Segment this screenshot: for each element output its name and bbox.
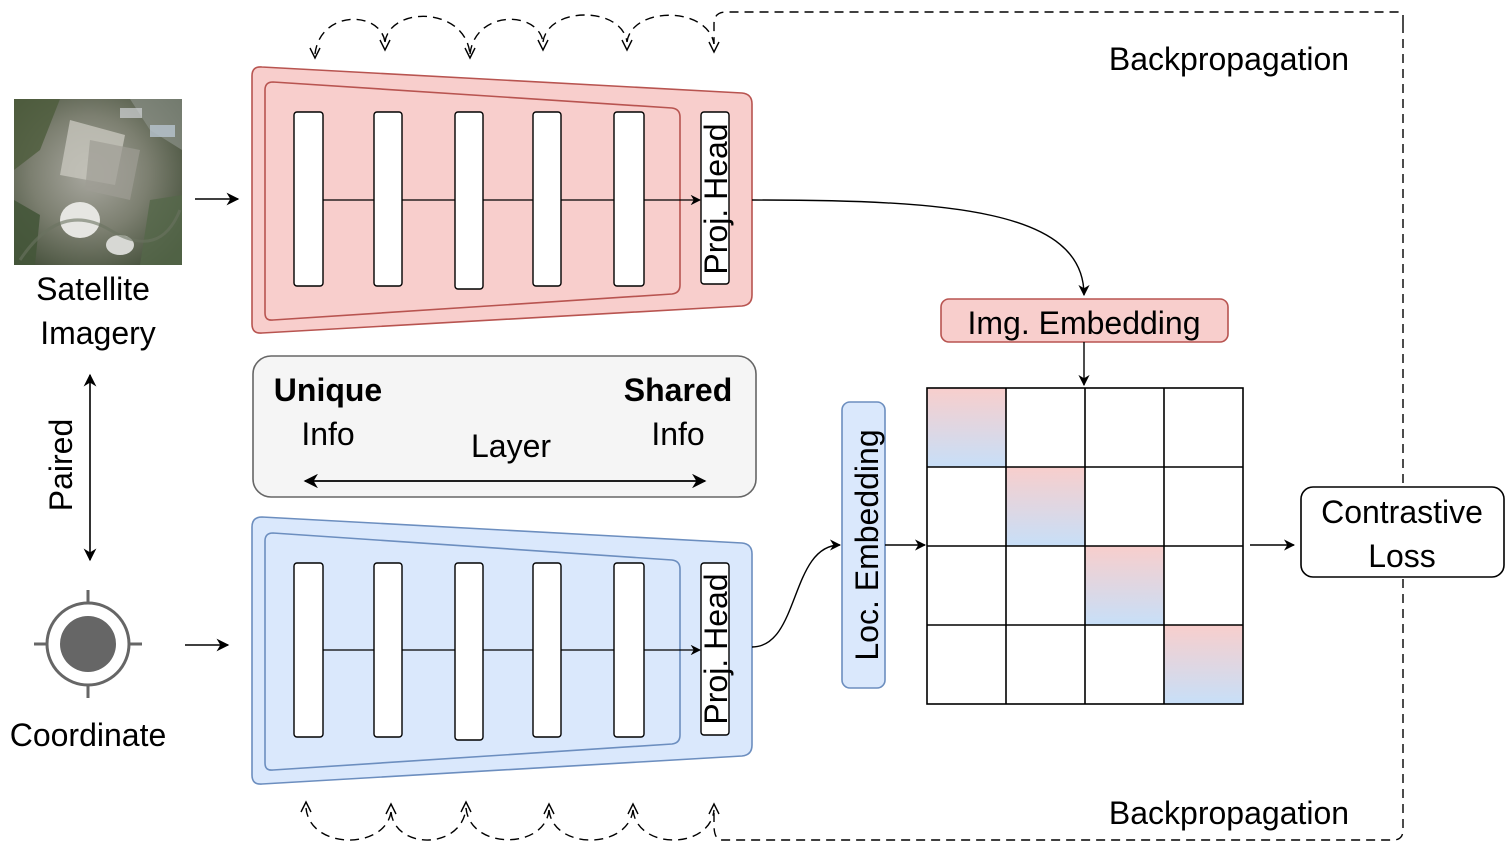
location-to-embedding-arrow: [751, 539, 842, 648]
layer-label: Layer: [471, 428, 551, 464]
img-embedding-label: Img. Embedding: [967, 305, 1200, 341]
location-proj-head-label: Proj. Head: [698, 573, 734, 724]
matrix-cell-diag-1: [927, 388, 1006, 467]
similarity-matrix: [926, 387, 1244, 705]
backprop-bottom-label: Backpropagation: [1109, 795, 1349, 831]
backprop-bottom: [305, 24, 1404, 841]
backprop-bottom-arrowheads: [300, 800, 720, 815]
location-encoder-layer-3: [454, 562, 484, 741]
satellite-label-line1: Satellite: [36, 271, 150, 307]
image-to-embedding-arrow: [751, 199, 1090, 297]
backprop-top-label: Backpropagation: [1109, 41, 1349, 77]
unique-info-label: Info: [301, 416, 354, 452]
info-panel: Unique Info Shared Info Layer: [252, 355, 757, 498]
image-encoder-layer-3: [454, 111, 484, 290]
location-encoder-layer-4: [532, 562, 562, 738]
unique-label: Unique: [274, 372, 382, 408]
shared-info-label: Info: [651, 416, 704, 452]
coordinate-label: Coordinate: [10, 717, 167, 753]
image-encoder: Proj. Head: [251, 66, 753, 334]
loc-embedding-box: Loc. Embedding: [841, 401, 886, 689]
location-encoder-layer-5: [613, 562, 645, 738]
contrastive-loss-line1: Contrastive: [1321, 494, 1483, 530]
matrix-cell-diag-4: [1164, 625, 1243, 704]
satellite-image: [14, 99, 182, 265]
location-encoder: Proj. Head: [251, 516, 753, 785]
crosshair-target-icon: [34, 590, 142, 698]
backprop-top-arrowheads: [309, 39, 720, 60]
image-encoder-layer-2: [373, 111, 403, 287]
loc-embedding-label: Loc. Embedding: [849, 429, 885, 660]
backprop-top: [314, 11, 1404, 55]
shared-label: Shared: [624, 372, 732, 408]
image-proj-head: [700, 111, 730, 285]
contrastive-loss-box: Contrastive Loss: [1300, 486, 1505, 578]
satellite-label-line2: Imagery: [40, 315, 156, 351]
image-encoder-layer-5: [613, 111, 645, 287]
image-encoder-layer-1: [293, 111, 324, 287]
image-proj-head-label: Proj. Head: [698, 123, 734, 274]
matrix-cell-diag-3: [1085, 546, 1164, 625]
image-encoder-layer-4: [532, 111, 562, 287]
location-proj-head: [700, 562, 730, 736]
location-encoder-layer-1: [293, 562, 324, 738]
paired-label: Paired: [43, 419, 79, 512]
location-encoder-layer-2: [373, 562, 403, 738]
img-embedding-box: Img. Embedding: [940, 298, 1229, 343]
matrix-cell-diag-2: [1006, 467, 1085, 546]
contrastive-loss-line2: Loss: [1368, 538, 1436, 574]
